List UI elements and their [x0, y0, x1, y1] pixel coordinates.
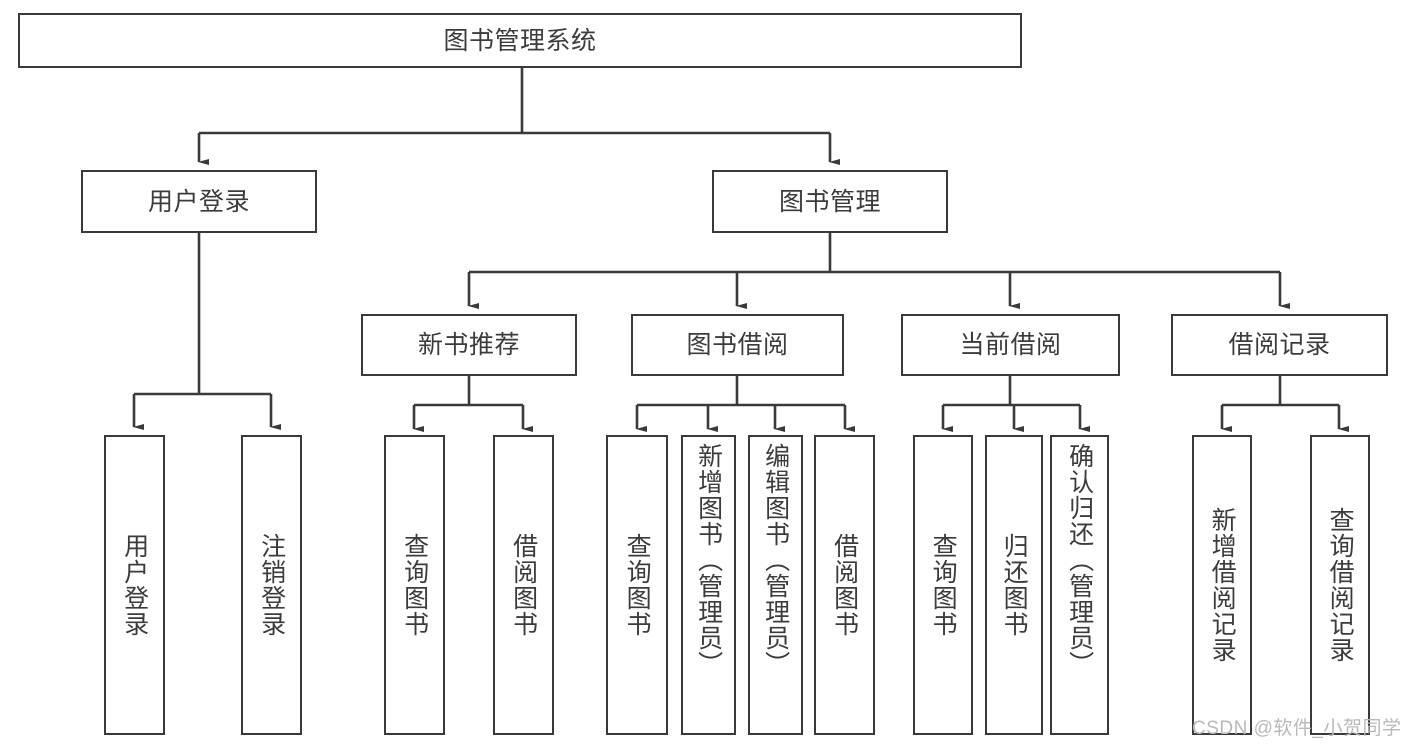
node-label: 借阅图书 — [509, 533, 538, 637]
node-book-borrow[interactable]: 图书借阅 — [631, 314, 844, 376]
node-label: 图书管理系统 — [443, 26, 597, 55]
node-label: 新增借阅记录 — [1208, 507, 1237, 663]
node-book-management[interactable]: 图书管理 — [712, 170, 948, 233]
node-label: 借阅记录 — [1228, 331, 1331, 359]
node-label: 查询图书 — [929, 533, 958, 637]
node-label: 编辑图书（管理员） — [761, 443, 790, 677]
node-leaf-user-login[interactable]: 用户登录 — [104, 435, 165, 735]
node-label: 注销登录 — [257, 533, 286, 637]
node-new-book-recommend[interactable]: 新书推荐 — [361, 314, 577, 376]
csdn-watermark: CSDN @软件_小贺同学 — [1192, 718, 1402, 739]
node-label: 查询图书 — [400, 533, 429, 637]
node-label: 新书推荐 — [417, 331, 520, 359]
node-leaf-add-borrow-record[interactable]: 新增借阅记录 — [1192, 435, 1252, 735]
node-leaf-edit-book[interactable]: 编辑图书（管理员） — [748, 435, 803, 735]
node-label: 查询图书 — [623, 533, 652, 637]
node-leaf-return-book[interactable]: 归还图书 — [985, 435, 1043, 735]
node-label: 查询借阅记录 — [1326, 507, 1355, 663]
node-leaf-borrow-book[interactable]: 借阅图书 — [814, 435, 875, 735]
node-label: 当前借阅 — [959, 331, 1062, 359]
node-leaf-query-book-borrow[interactable]: 查询图书 — [606, 435, 668, 735]
node-label: 归还图书 — [1000, 533, 1029, 637]
node-label: 新增图书（管理员） — [694, 443, 723, 677]
node-leaf-confirm-return[interactable]: 确认归还（管理员） — [1050, 435, 1109, 735]
node-leaf-user-logout[interactable]: 注销登录 — [241, 435, 302, 735]
node-root-system[interactable]: 图书管理系统 — [18, 13, 1022, 68]
node-leaf-borrow-book-recommend[interactable]: 借阅图书 — [493, 435, 554, 735]
node-label: 借阅图书 — [830, 533, 859, 637]
node-leaf-query-book-recommend[interactable]: 查询图书 — [384, 435, 445, 735]
node-label: 用户登录 — [147, 187, 250, 216]
node-current-borrow[interactable]: 当前借阅 — [901, 314, 1120, 376]
node-label: 用户登录 — [120, 533, 149, 637]
node-user-login[interactable]: 用户登录 — [81, 170, 317, 233]
node-label: 图书借阅 — [686, 331, 789, 359]
node-leaf-add-book[interactable]: 新增图书（管理员） — [681, 435, 736, 735]
node-label: 图书管理 — [778, 187, 881, 216]
node-borrow-record[interactable]: 借阅记录 — [1171, 314, 1388, 376]
node-leaf-query-borrow-record[interactable]: 查询借阅记录 — [1310, 435, 1370, 735]
node-label: 确认归还（管理员） — [1065, 443, 1094, 677]
node-leaf-query-book-current[interactable]: 查询图书 — [913, 435, 973, 735]
